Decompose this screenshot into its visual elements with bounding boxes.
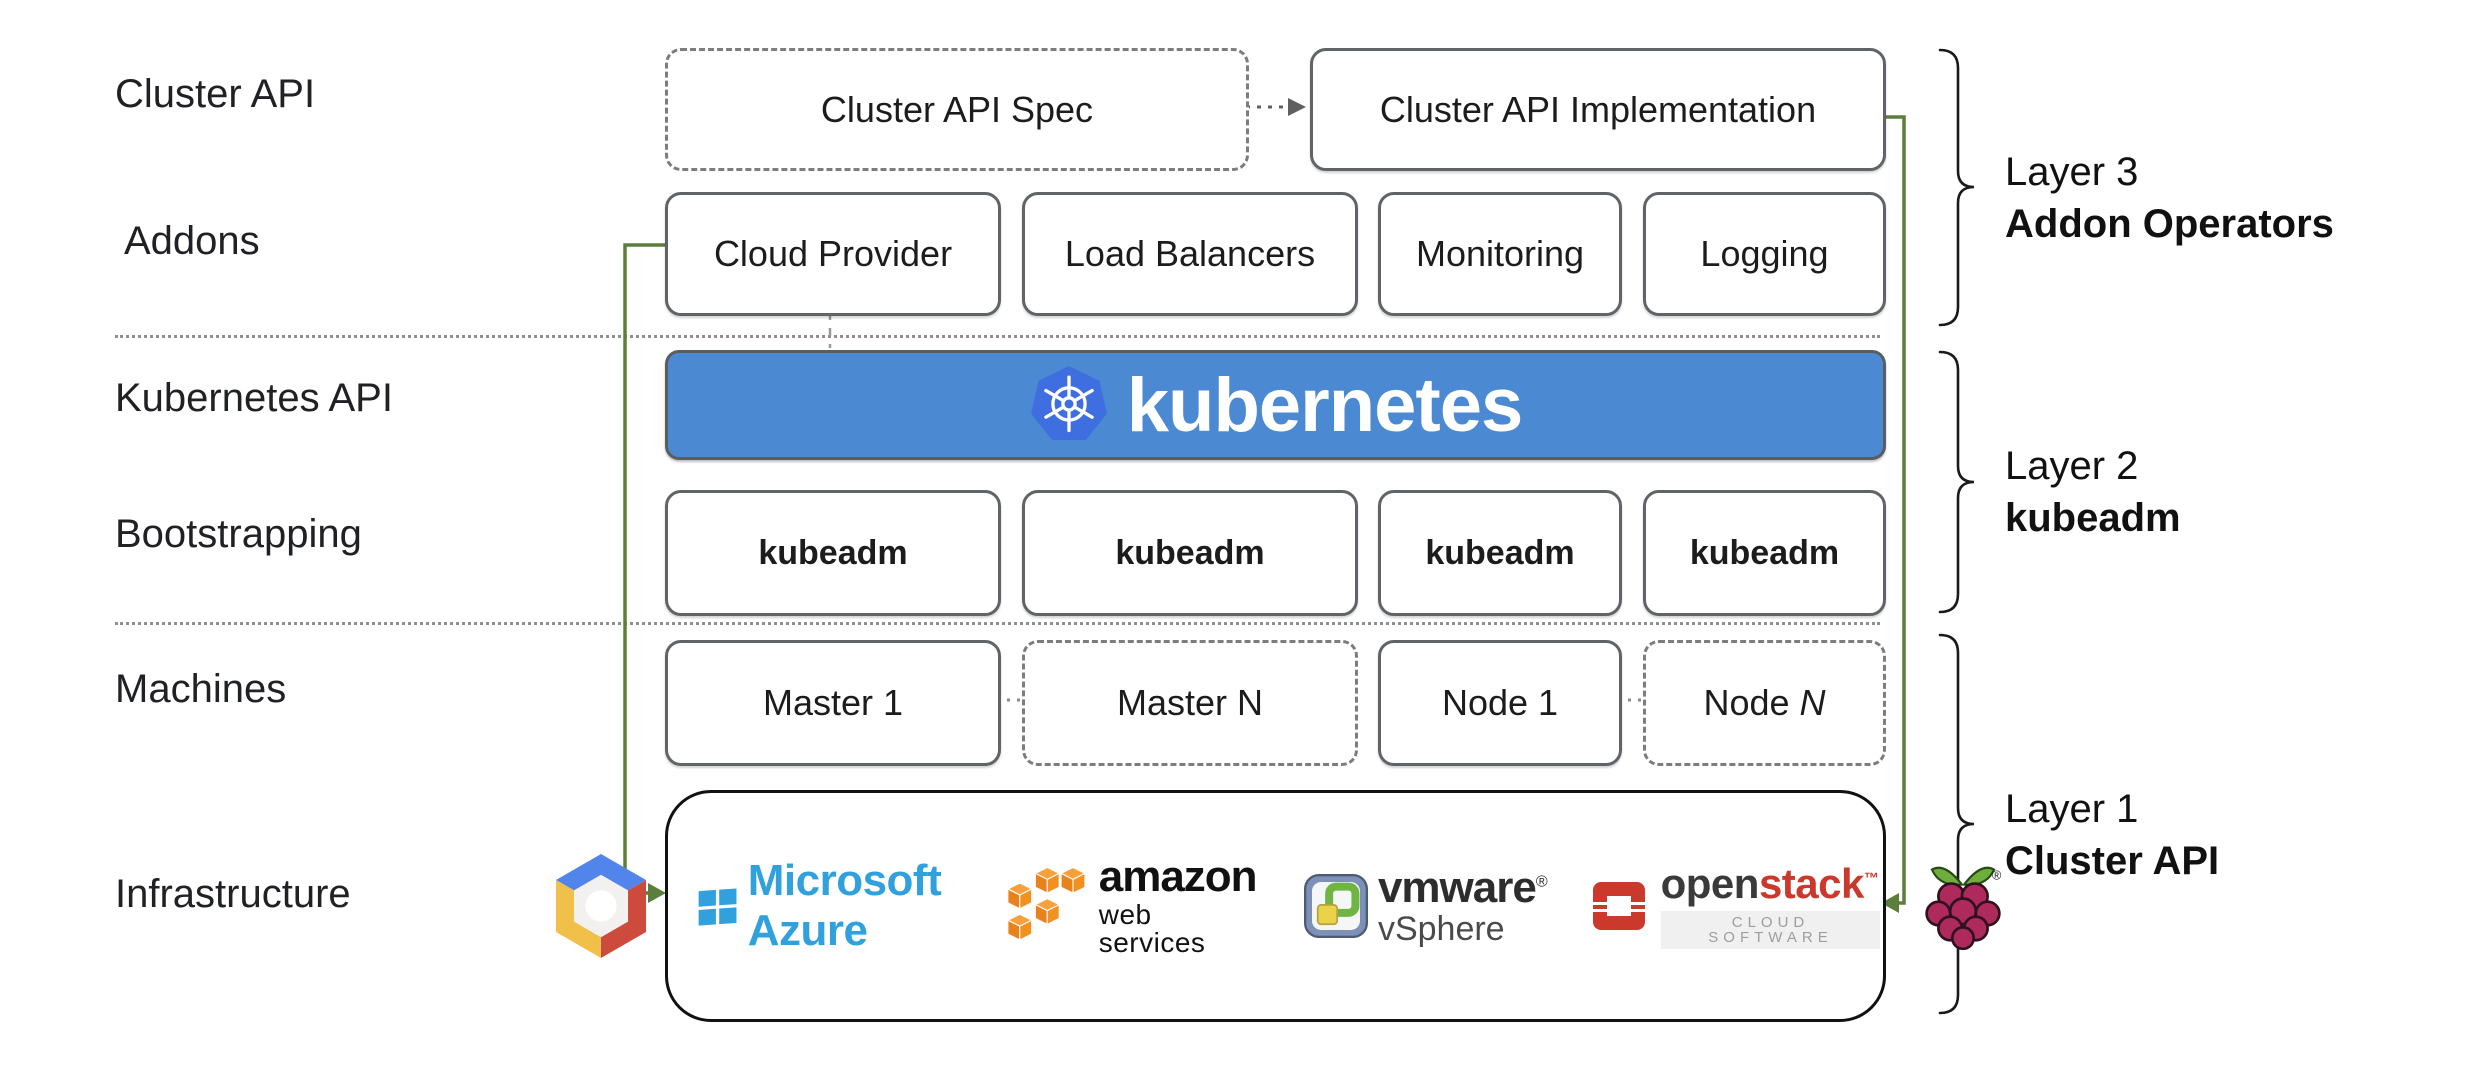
- kubeadm-box-1: kubeadm: [665, 490, 1001, 616]
- cluster-api-spec-box: Cluster API Spec: [665, 48, 1249, 171]
- addon-box-logging: Logging: [1643, 192, 1886, 316]
- row-label-infrastructure: Infrastructure: [115, 872, 351, 916]
- aws-cubes-icon: [1006, 866, 1087, 941]
- vmware-vsphere-logo: vmware® vSphere: [1303, 863, 1548, 948]
- addon-label: Logging: [1700, 233, 1829, 274]
- aws-amazon-label: amazon: [1098, 852, 1258, 901]
- azure-label: Microsoft Azure: [747, 856, 942, 955]
- openstack-logo: openstack™ CLOUD SOFTWARE: [1590, 860, 1881, 949]
- layer2-label: Layer 2 kubeadm: [2005, 440, 2181, 544]
- vsphere-label: vSphere: [1377, 910, 1505, 948]
- addon-box-cloud-provider: Cloud Provider: [665, 192, 1001, 316]
- cluster-api-spec-label: Cluster API Spec: [820, 88, 1094, 130]
- openstack-open-label: open: [1660, 860, 1760, 907]
- machine-label: Master N: [1116, 682, 1264, 723]
- green-connector-left: [623, 243, 665, 895]
- kubeadm-box-4: kubeadm: [1643, 490, 1886, 616]
- microsoft-azure-logo: Microsoft Azure: [697, 856, 963, 956]
- row-label-addons: Addons: [124, 219, 260, 263]
- layer2-number: Layer 2: [2005, 444, 2139, 488]
- azure-window-icon: [698, 888, 737, 926]
- machine-box-node-1: Node 1: [1378, 640, 1622, 766]
- layer2-brace: [1938, 350, 1975, 614]
- kubernetes-banner: kubernetes: [665, 350, 1886, 460]
- kubeadm-label: kubeadm: [758, 533, 908, 572]
- aws-webservices-label: web services: [1098, 899, 1206, 958]
- vsphere-icon: [1303, 874, 1368, 938]
- vmware-registered-mark: ®: [1535, 873, 1548, 891]
- divider-bootstrapping-machines: [115, 622, 1880, 625]
- layer3-label: Layer 3 Addon Operators: [2005, 146, 2334, 250]
- addon-label: Monitoring: [1415, 233, 1585, 274]
- layer3-name: Addon Operators: [2005, 202, 2334, 246]
- machine-label: Master 1: [762, 682, 904, 723]
- infrastructure-box: Microsoft Azure amazon web services: [555, 790, 2002, 1022]
- cluster-api-implementation-label: Cluster API Implementation: [1379, 88, 1817, 130]
- layer1-number: Layer 1: [2005, 787, 2139, 831]
- machine-label: Node: [1703, 682, 1790, 723]
- layer1-name: Cluster API: [2005, 839, 2220, 883]
- raspberry-registered-mark: ®: [1992, 867, 2002, 882]
- cluster-api-implementation-box: Cluster API Implementation: [1310, 48, 1886, 171]
- spec-to-impl-arrowhead: [1288, 98, 1306, 116]
- google-cloud-icon: [555, 854, 646, 958]
- layer3-brace: [1938, 48, 1975, 327]
- layer2-name: kubeadm: [2005, 496, 2181, 540]
- openstack-icon: [1590, 882, 1647, 930]
- machine-box-master-1: Master 1: [665, 640, 1001, 766]
- openstack-cloud-software-label: CLOUD SOFTWARE: [1660, 911, 1881, 949]
- layer3-number: Layer 3: [2005, 150, 2139, 194]
- machine-label: Node 1: [1441, 682, 1559, 723]
- machine-box-node-n: Node N: [1643, 640, 1886, 766]
- aws-logo: amazon web services: [1006, 855, 1260, 957]
- row-label-cluster-api: Cluster API: [115, 72, 316, 116]
- row-label-bootstrapping: Bootstrapping: [115, 512, 362, 556]
- row-label-machines: Machines: [115, 667, 287, 711]
- raspberry-pi-logo: ®: [1924, 860, 2002, 952]
- machine-box-master-n: Master N: [1022, 640, 1358, 766]
- addon-box-monitoring: Monitoring: [1378, 192, 1622, 316]
- layer1-label: Layer 1 Cluster API: [2005, 783, 2219, 887]
- kubernetes-wordmark: kubernetes: [1126, 362, 1523, 448]
- openstack-stack-label: stack: [1758, 860, 1864, 907]
- addon-label: Load Balancers: [1064, 233, 1316, 274]
- openstack-trademark: ™: [1863, 870, 1879, 887]
- google-cloud-logo: [549, 854, 653, 958]
- vmware-label: vmware: [1377, 863, 1537, 912]
- kubeadm-label: kubeadm: [1425, 533, 1575, 572]
- raspberry-pi-icon: ®: [1925, 866, 2002, 951]
- kubeadm-box-3: kubeadm: [1378, 490, 1622, 616]
- kubeadm-label: kubeadm: [1689, 533, 1840, 572]
- addon-label: Cloud Provider: [713, 233, 953, 274]
- addon-box-load-balancers: Load Balancers: [1022, 192, 1358, 316]
- kubeadm-label: kubeadm: [1115, 533, 1265, 572]
- layer1-brace: [1938, 633, 1975, 1015]
- divider-addons-kubernetes: [115, 335, 1880, 338]
- machine-label-n-italic: N: [1799, 682, 1826, 723]
- row-label-kubernetes-api: Kubernetes API: [115, 376, 393, 420]
- kubeadm-box-2: kubeadm: [1022, 490, 1358, 616]
- kubernetes-logo-icon: [1030, 366, 1107, 440]
